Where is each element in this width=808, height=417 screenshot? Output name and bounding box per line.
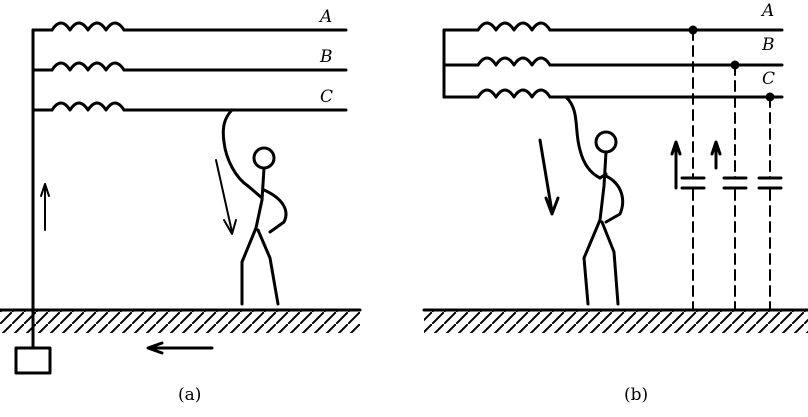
contact-wire-a [221,108,250,188]
coil-icon [476,21,552,32]
grounding-electrode-icon [14,346,52,375]
current-arrow [40,183,50,231]
coil-icon [476,88,552,99]
caption-a: (a) [178,385,201,405]
current-arrow [215,159,237,235]
current-arrow [146,341,214,355]
coil-icon [476,56,552,67]
phase-label-a-C: C [320,87,333,107]
phase-label-b-C: C [762,69,775,89]
current-arrow [670,140,682,190]
person-icon [582,130,625,306]
phase-label-b-A: A [760,1,774,21]
capacitance-paths [692,29,771,309]
coil-icon [50,21,126,32]
ground-hatch [424,311,808,333]
diagram-a [0,21,362,375]
contact-wire-b [564,95,602,180]
current-arrow [538,138,560,216]
current-arrow [710,140,722,170]
phase-label-a-A: A [318,7,332,27]
caption-b: (b) [624,385,648,405]
person-icon [240,146,288,306]
coil-icon [50,61,126,72]
diagram-b [422,21,808,333]
coil-icon [50,101,126,112]
phase-label-a-B: B [319,47,333,67]
capacitor-icon [680,176,783,190]
ground-hatch [0,311,360,333]
phase-label-b-B: B [761,35,775,55]
